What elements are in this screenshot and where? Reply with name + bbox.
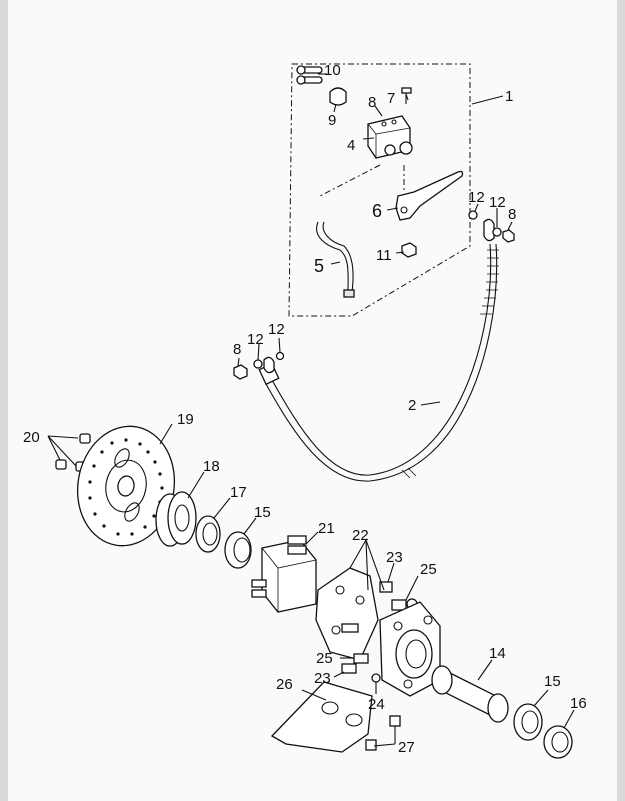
part-14-axle-tube bbox=[431, 665, 509, 723]
callout-7: 7 bbox=[387, 90, 395, 107]
part-11-nut bbox=[401, 242, 417, 258]
part-6-brake-lever bbox=[395, 170, 464, 221]
part-26-skid-plate bbox=[270, 681, 373, 753]
callout-12-b: 12 bbox=[489, 194, 506, 211]
callout-5: 5 bbox=[314, 256, 324, 276]
callout-8-left: 8 bbox=[233, 341, 241, 358]
callout-1: 1 bbox=[505, 88, 513, 105]
part-15-bearing-right bbox=[513, 703, 543, 741]
callout-8-top: 8 bbox=[368, 94, 376, 111]
callout-14: 14 bbox=[489, 645, 506, 662]
callout-12-a: 12 bbox=[468, 189, 485, 206]
callout-22: 22 bbox=[352, 527, 369, 544]
callout-16: 16 bbox=[570, 695, 587, 712]
callout-15-left: 15 bbox=[254, 504, 271, 521]
callout-23-upper: 23 bbox=[386, 549, 403, 566]
part-18-hub bbox=[155, 491, 197, 547]
callout-24: 24 bbox=[368, 696, 385, 713]
callout-26: 26 bbox=[276, 676, 293, 693]
callout-23-lower: 23 bbox=[314, 670, 331, 687]
callout-4: 4 bbox=[347, 137, 355, 154]
callout-25-upper: 25 bbox=[420, 561, 437, 578]
callout-12-d: 12 bbox=[268, 321, 285, 338]
callout-21: 21 bbox=[318, 520, 335, 537]
diagram-page bbox=[8, 0, 617, 801]
callout-15-right: 15 bbox=[544, 673, 561, 690]
callout-25-lower: 25 bbox=[316, 650, 333, 667]
part-2-brake-hose bbox=[258, 243, 499, 482]
callout-6: 6 bbox=[372, 201, 382, 221]
callout-11: 11 bbox=[376, 247, 392, 264]
callout-12-c: 12 bbox=[247, 331, 264, 348]
callout-17: 17 bbox=[230, 484, 247, 501]
knuckle-housing bbox=[379, 601, 441, 697]
part-5-switch-wire bbox=[316, 221, 349, 293]
part-4-master-cylinder bbox=[367, 115, 413, 159]
part-17-seal bbox=[195, 515, 221, 553]
part-15-bearing-left bbox=[224, 531, 252, 569]
callout-2: 2 bbox=[408, 397, 416, 414]
callout-19: 19 bbox=[177, 411, 194, 428]
assembly-box-outline bbox=[288, 63, 471, 317]
leader-lines bbox=[47, 73, 575, 747]
part-9-clamp bbox=[329, 87, 347, 106]
callout-20: 20 bbox=[23, 429, 40, 446]
callout-10: 10 bbox=[324, 62, 341, 79]
callout-8-right: 8 bbox=[508, 206, 516, 223]
callout-27: 27 bbox=[398, 739, 415, 756]
part-10-bolts bbox=[296, 65, 323, 85]
callout-9: 9 bbox=[328, 112, 336, 129]
part-22-carrier-plate bbox=[315, 567, 379, 661]
part-16-seal bbox=[543, 725, 573, 759]
lower-banjo-fittings bbox=[233, 351, 285, 380]
part-21-caliper bbox=[251, 535, 317, 613]
upper-banjo-fittings bbox=[468, 210, 515, 243]
callout-18: 18 bbox=[203, 458, 220, 475]
